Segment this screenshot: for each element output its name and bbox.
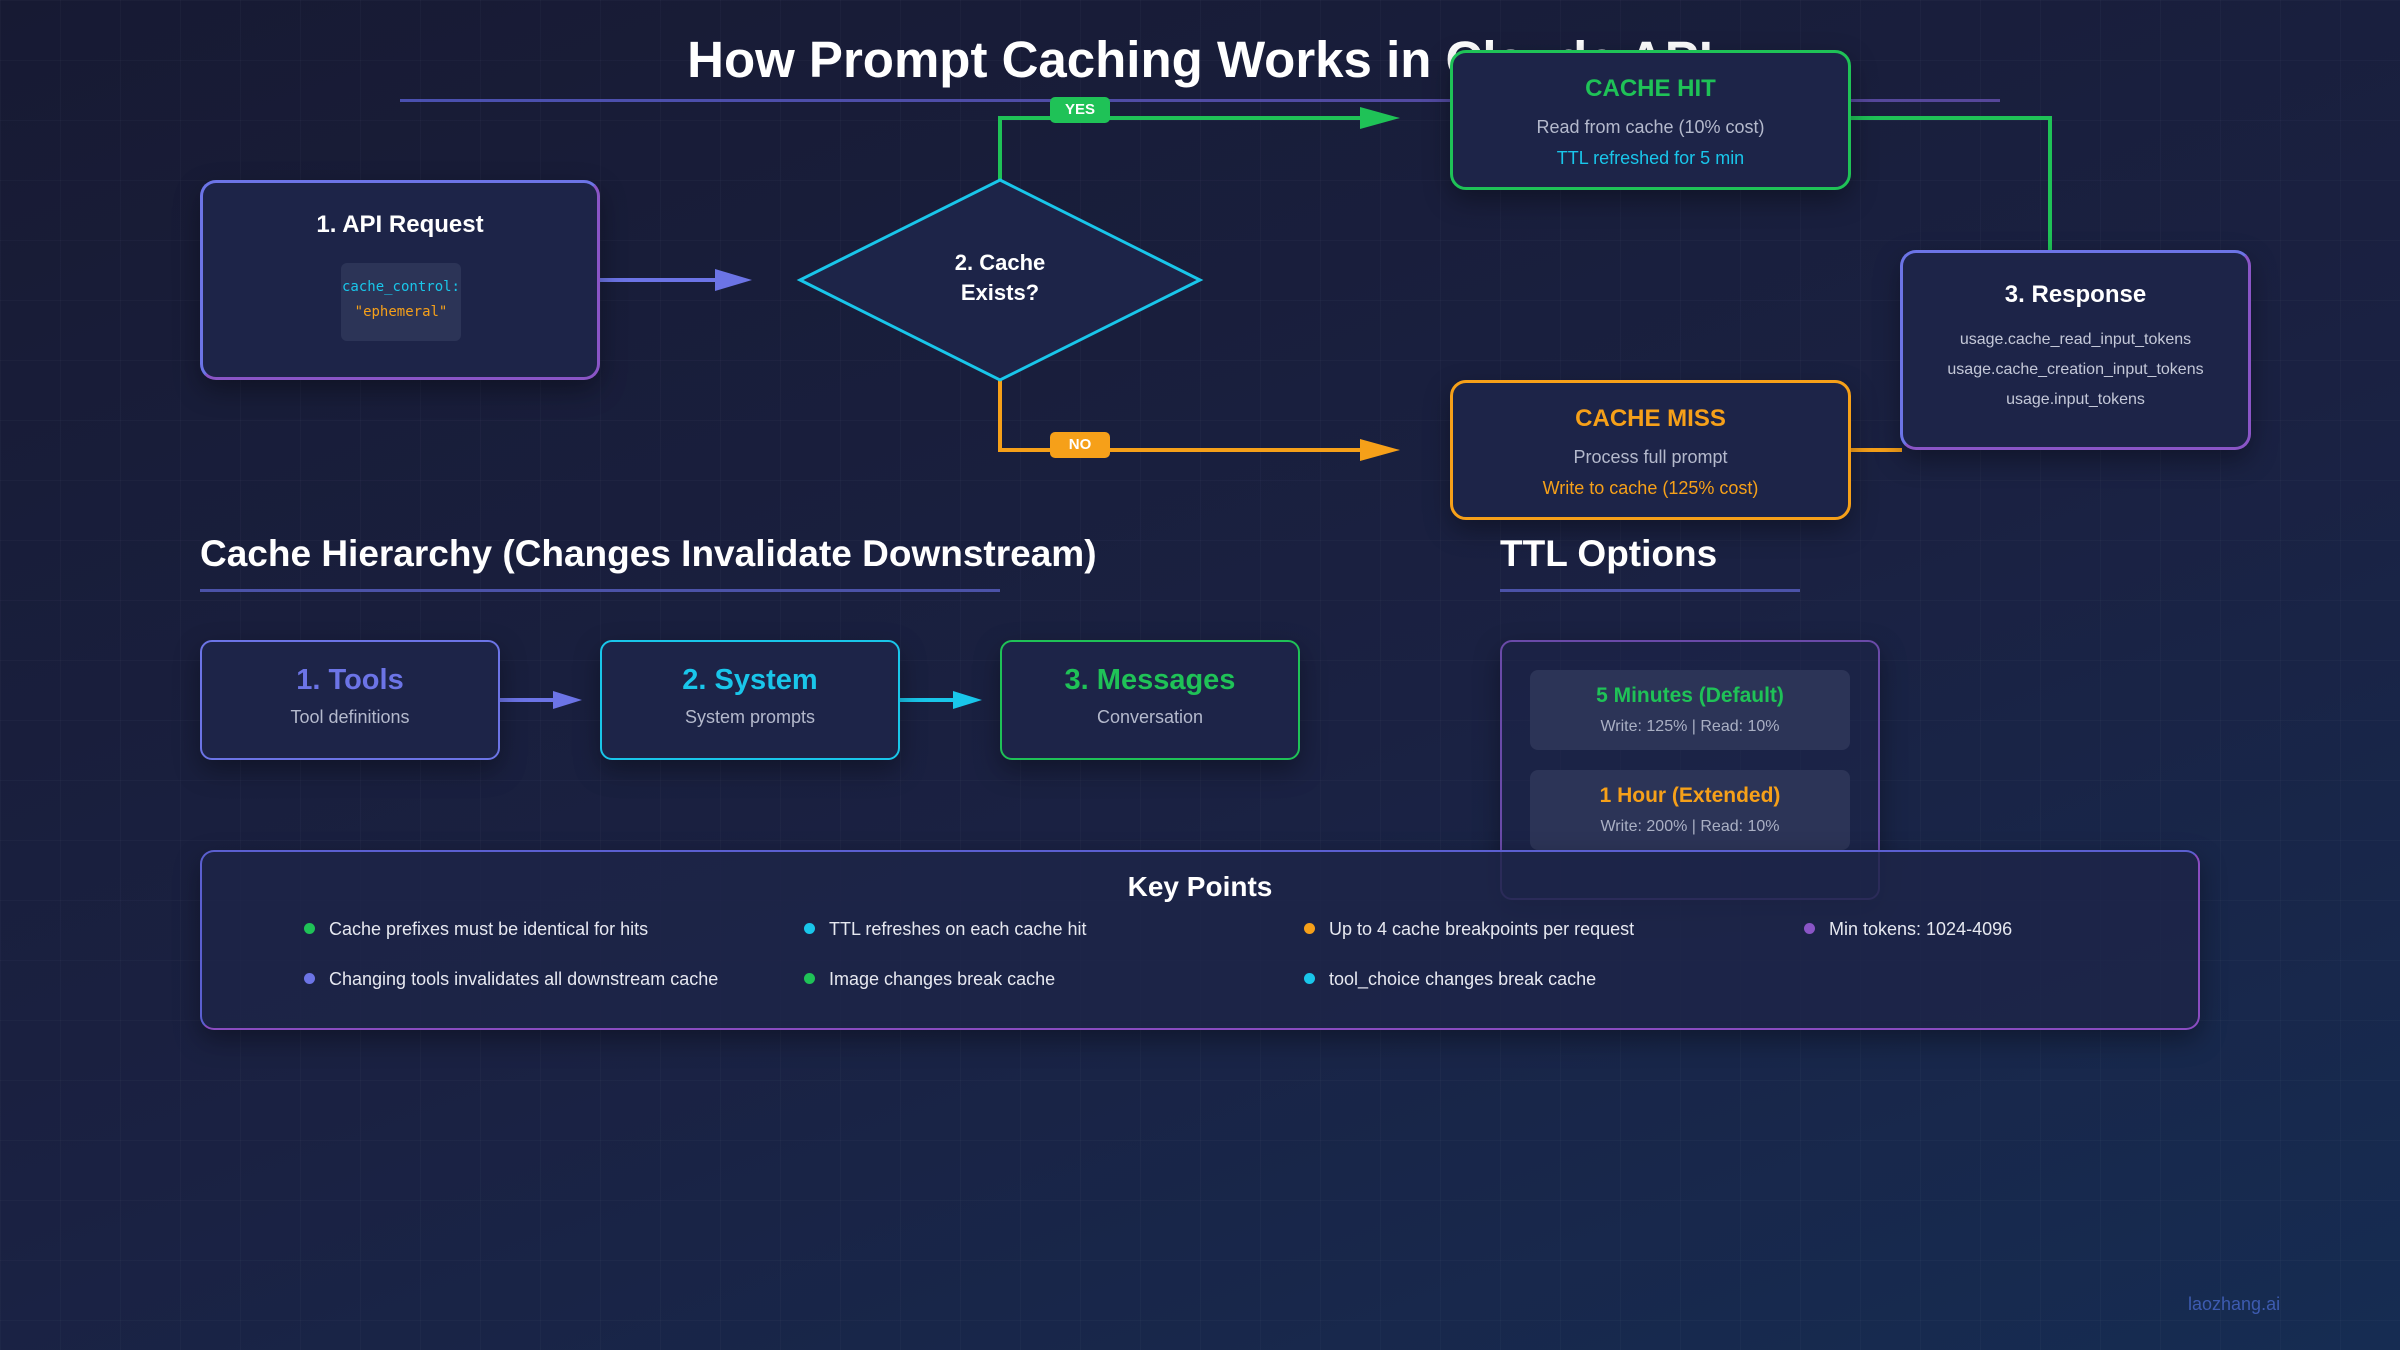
response-field: usage.cache_creation_input_tokens: [1947, 361, 2204, 378]
cache-miss-title: CACHE MISS: [1575, 405, 1726, 432]
hierarchy-item-subtitle: System prompts: [684, 707, 816, 727]
hit-to-response-line: [1851, 116, 2052, 250]
hierarchy-item-title: 3. Messages: [1064, 664, 1236, 696]
cache-miss-box: CACHE MISS Process full prompt Write to …: [1450, 380, 1851, 520]
cache-miss-line-1: Process full prompt: [1573, 447, 1728, 467]
bullet-dot: [1804, 923, 1815, 934]
yes-arrowhead: [1360, 107, 1400, 129]
bullet-dot: [804, 973, 815, 984]
bullet-dot: [1304, 923, 1315, 934]
key-point-text: tool_choice changes break cache: [1329, 969, 1597, 989]
key-point: Cache prefixes must be identical for hit…: [304, 919, 648, 940]
key-point-text: TTL refreshes on each cache hit: [829, 919, 1087, 939]
ttl-option-title: 5 Minutes (Default): [1596, 684, 1784, 707]
hierarchy-item-messages: 3. Messages Conversation: [1000, 640, 1300, 760]
cache-hit-box: CACHE HIT Read from cache (10% cost) TTL…: [1450, 50, 1851, 190]
ttl-option-title: 1 Hour (Extended): [1599, 784, 1781, 807]
response-title: 3. Response: [2004, 281, 2147, 308]
bullet-dot: [1304, 973, 1315, 984]
ttl-option-detail: Write: 200% | Read: 10%: [1600, 818, 1780, 835]
cache-hit-title: CACHE HIT: [1585, 75, 1716, 102]
key-points-panel: Key Points: [200, 850, 2200, 1030]
system-arrowhead: [953, 691, 982, 709]
ttl-underline: [1500, 589, 1800, 592]
key-point-text: Changing tools invalidates all downstrea…: [329, 969, 719, 989]
request-arrowhead: [715, 269, 752, 291]
decision-line-1: 2. Cache: [954, 250, 1046, 275]
key-point: Up to 4 cache breakpoints per request: [1304, 919, 1634, 940]
api-request-title: 1. API Request: [316, 211, 484, 238]
watermark: laozhang.ai: [2188, 1294, 2281, 1314]
key-point: Changing tools invalidates all downstrea…: [304, 969, 718, 990]
hierarchy-underline: [200, 589, 1000, 592]
no-path-line: [998, 380, 1362, 452]
key-point: tool_choice changes break cache: [1304, 969, 1596, 990]
bullet-dot: [304, 923, 315, 934]
key-point-text: Image changes break cache: [829, 969, 1056, 989]
ttl-title: TTL Options: [1500, 533, 1718, 574]
bullet-dot: [804, 923, 815, 934]
hierarchy-title: Cache Hierarchy (Changes Invalidate Down…: [200, 533, 1097, 574]
tools-arrowhead: [553, 691, 582, 709]
bullet-dot: [304, 973, 315, 984]
cache-miss-line-2: Write to cache (125% cost): [1542, 478, 1759, 498]
cache-hit-line-2: TTL refreshed for 5 min: [1556, 148, 1745, 168]
cache-hit-line-1: Read from cache (10% cost): [1536, 117, 1765, 137]
key-point-text: Cache prefixes must be identical for hit…: [329, 919, 649, 939]
hierarchy-item-subtitle: Conversation: [1096, 707, 1204, 727]
decision-line-2: Exists?: [960, 280, 1040, 305]
code-key: cache_control:: [341, 279, 460, 295]
no-arrowhead: [1360, 439, 1400, 461]
yes-path-line: [998, 116, 1362, 180]
key-points-title: Key Points: [1127, 871, 1273, 902]
hierarchy-item-subtitle: Tool definitions: [290, 707, 410, 727]
ttl-option-5min: 5 Minutes (Default) Write: 125% | Read: …: [1530, 670, 1850, 750]
hierarchy-item-tools: 1. Tools Tool definitions: [200, 640, 500, 760]
ttl-option-1hour: 1 Hour (Extended) Write: 200% | Read: 10…: [1530, 770, 1850, 850]
key-point: Min tokens: 1024-4096: [1804, 919, 2012, 940]
title-underline: [400, 99, 2000, 102]
ttl-option-detail: Write: 125% | Read: 10%: [1600, 718, 1780, 735]
hierarchy-item-title: 2. System: [682, 664, 818, 696]
decision-label: 2. Cache Exists?: [880, 248, 1120, 308]
code-snippet: cache_control: "ephemeral": [341, 263, 461, 341]
hierarchy-item-title: 1. Tools: [296, 664, 404, 696]
key-point: Image changes break cache: [804, 969, 1055, 990]
response-field: usage.cache_read_input_tokens: [1959, 331, 2192, 348]
response-box: 3. Response usage.cache_read_input_token…: [1900, 250, 2251, 450]
response-field: usage.input_tokens: [2006, 391, 2145, 408]
decision-diamond: [796, 178, 1204, 382]
key-point: TTL refreshes on each cache hit: [804, 919, 1086, 940]
key-point-text: Up to 4 cache breakpoints per request: [1329, 919, 1635, 939]
hierarchy-item-system: 2. System System prompts: [600, 640, 900, 760]
yes-label: YES: [1050, 97, 1110, 123]
key-point-text: Min tokens: 1024-4096: [1829, 919, 2013, 939]
response-fields: usage.cache_read_input_tokens usage.cach…: [1903, 325, 2248, 415]
api-request-box: 1. API Request cache_control: "ephemeral…: [200, 180, 600, 380]
code-value: "ephemeral": [354, 304, 448, 320]
no-label: NO: [1050, 432, 1110, 458]
